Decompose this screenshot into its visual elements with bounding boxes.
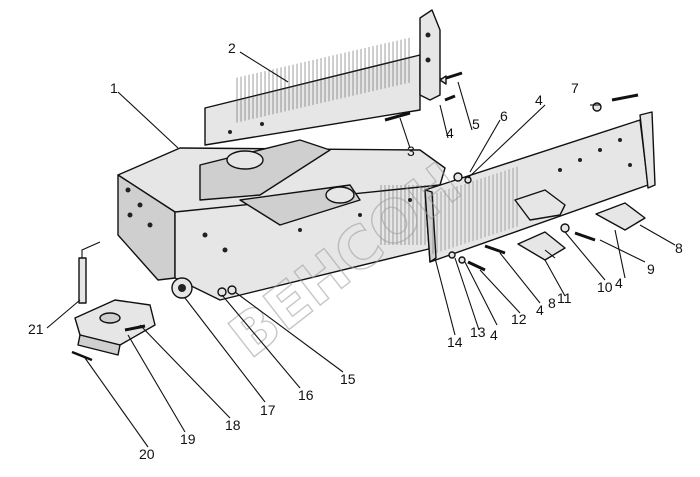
- callout-4b: 4: [535, 92, 543, 108]
- side-rail: [424, 93, 656, 272]
- callout-20: 20: [139, 446, 155, 462]
- callout-5: 5: [472, 116, 480, 132]
- callout-12: 12: [511, 311, 527, 327]
- callout-2: 2: [228, 40, 236, 56]
- leader-lines: [46, 51, 676, 448]
- callout-8b: 8: [548, 295, 556, 311]
- callout-10: 10: [597, 279, 613, 295]
- callout-19: 19: [180, 431, 196, 447]
- callout-6: 6: [500, 108, 508, 124]
- callout-4d: 4: [536, 302, 544, 318]
- callout-1: 1: [110, 80, 118, 96]
- callout-13: 13: [470, 324, 486, 340]
- pin: [78, 241, 101, 304]
- callout-16: 16: [298, 387, 314, 403]
- callout-7: 7: [571, 80, 579, 96]
- callout-labels: 1 2 3 4 4 4 4 4 5 6 7 8 8 9 10 11 12 13 …: [28, 40, 683, 462]
- cotter-pin: [71, 350, 93, 362]
- callout-3: 3: [407, 143, 415, 159]
- callout-18: 18: [225, 417, 241, 433]
- rear-vertical-plate: [204, 9, 441, 146]
- callout-17: 17: [260, 402, 276, 418]
- callout-14: 14: [447, 334, 463, 350]
- callout-21: 21: [28, 321, 44, 337]
- callout-15: 15: [340, 371, 356, 387]
- bolts-upper: [384, 71, 463, 122]
- callout-11: 11: [557, 290, 572, 306]
- callout-4a: 4: [446, 125, 454, 141]
- callout-4c: 4: [615, 275, 623, 291]
- callout-9: 9: [647, 261, 655, 277]
- clevis-bracket: [74, 299, 156, 356]
- callout-4e: 4: [490, 327, 498, 343]
- callout-8a: 8: [675, 240, 683, 256]
